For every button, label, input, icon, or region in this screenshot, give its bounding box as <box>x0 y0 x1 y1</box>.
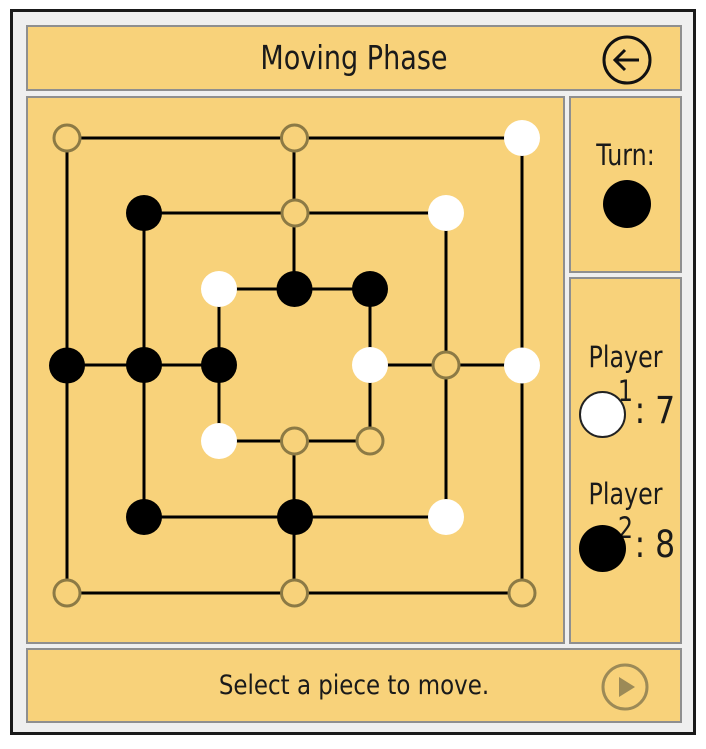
black-piece-a8[interactable] <box>49 347 85 384</box>
black-piece-c3[interactable] <box>352 271 388 307</box>
black-piece-b6[interactable] <box>277 499 313 535</box>
empty-point-a1[interactable] <box>52 123 82 153</box>
empty-point-b4[interactable] <box>431 350 461 380</box>
players-panel: Player 1 : 7 Player 2 : 8 <box>569 277 682 644</box>
empty-point-b2[interactable] <box>280 198 310 228</box>
white-piece-b3[interactable] <box>428 195 464 231</box>
back-button[interactable] <box>601 34 653 86</box>
player-1-piece-icon <box>579 391 626 438</box>
white-piece-c4[interactable] <box>352 347 388 383</box>
turn-panel: Turn: <box>569 96 682 273</box>
play-icon <box>601 663 649 711</box>
black-piece-c8[interactable] <box>201 347 237 383</box>
white-piece-b5[interactable] <box>428 499 464 535</box>
player-2-piece-icon <box>579 525 626 572</box>
black-piece-c2[interactable] <box>276 271 313 307</box>
player-2-count: : 8 <box>634 523 676 566</box>
empty-point-c6[interactable] <box>280 426 309 456</box>
next-button <box>600 662 650 712</box>
player-1-name: Player 1 <box>588 340 663 408</box>
black-piece-b8[interactable] <box>126 347 162 383</box>
empty-point-a2[interactable] <box>280 123 309 153</box>
empty-point-c5[interactable] <box>355 426 385 456</box>
header-bar: Moving Phase <box>26 25 682 91</box>
empty-point-a7[interactable] <box>52 578 82 608</box>
black-piece-b7[interactable] <box>126 499 162 535</box>
white-piece-a4[interactable] <box>504 347 540 384</box>
status-bar: Select a piece to move. <box>26 648 682 723</box>
page-title: Moving Phase <box>260 38 448 77</box>
status-message: Select a piece to move. <box>218 670 490 701</box>
empty-point-a6[interactable] <box>280 578 309 608</box>
player-1-count: : 7 <box>634 389 676 432</box>
board-points <box>49 120 540 608</box>
white-piece-a3[interactable] <box>504 120 540 156</box>
black-piece-b1[interactable] <box>126 195 162 231</box>
empty-point-a5[interactable] <box>507 578 537 608</box>
turn-label: Turn: <box>596 138 655 172</box>
white-piece-c1[interactable] <box>201 271 237 307</box>
white-piece-c7[interactable] <box>201 423 237 459</box>
turn-indicator-piece <box>603 180 651 228</box>
back-arrow-icon <box>602 35 652 85</box>
